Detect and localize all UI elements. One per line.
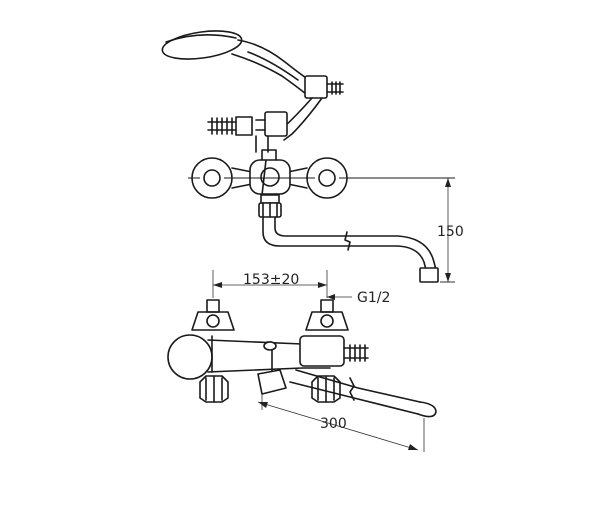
thread-size-label: G1/2 xyxy=(357,290,390,306)
left-knob xyxy=(199,375,229,403)
spout-length-label: 300 xyxy=(320,416,347,432)
left-inlet xyxy=(191,299,235,331)
front-center-lines xyxy=(188,177,455,283)
spout xyxy=(262,216,439,283)
top-spout-arm xyxy=(289,369,437,418)
front-view: 150 xyxy=(161,30,464,283)
spacing-dimension-label: 153±20 xyxy=(243,272,299,288)
mixer-body xyxy=(231,149,308,218)
height-dimension-label: 150 xyxy=(437,224,464,240)
thread-leader xyxy=(327,294,352,300)
right-inlet xyxy=(305,299,349,331)
top-body xyxy=(167,334,345,380)
top-hose-connector xyxy=(343,344,369,362)
height-dimension xyxy=(445,178,451,282)
hose-connector xyxy=(207,116,269,153)
spacing-dimension xyxy=(212,270,328,298)
top-view: 153±20 G1/2 xyxy=(167,270,437,452)
shower-arm xyxy=(255,97,323,141)
top-spout-outlet xyxy=(257,369,287,395)
shower-head xyxy=(161,30,344,99)
spout-length-dimension xyxy=(257,394,425,452)
